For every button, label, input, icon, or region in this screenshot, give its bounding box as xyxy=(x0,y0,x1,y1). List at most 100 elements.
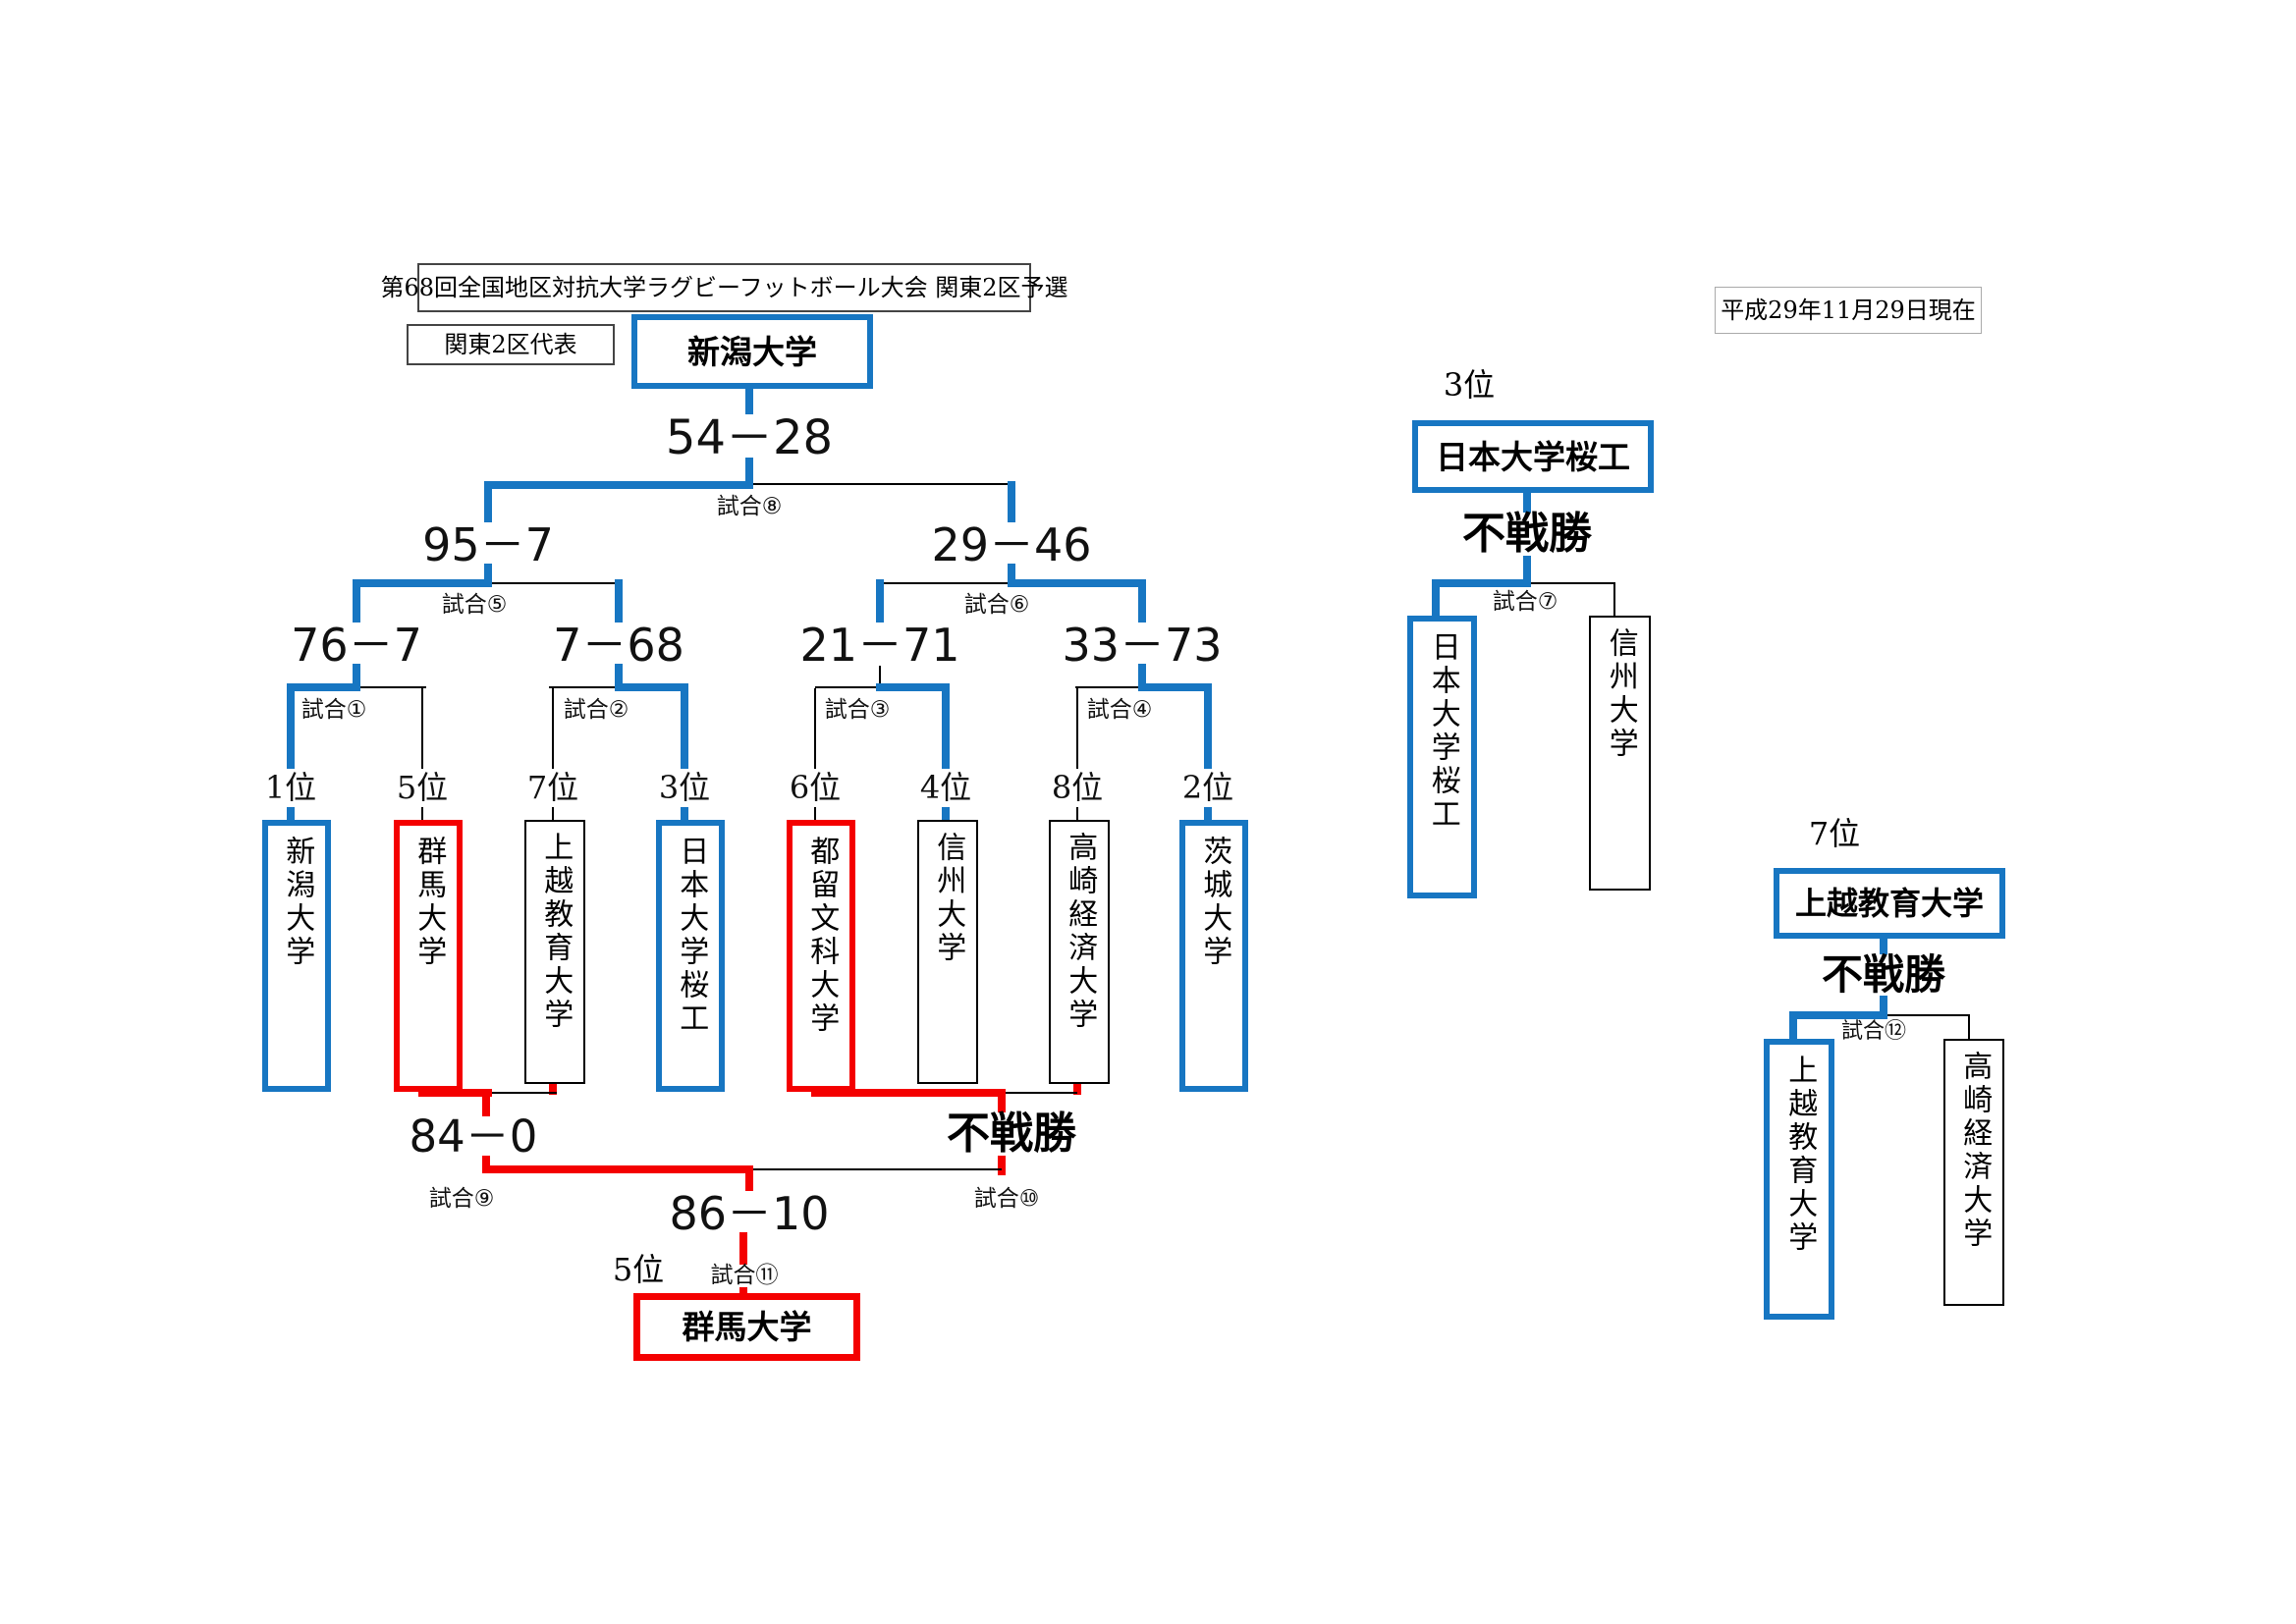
match2-label: 試合② xyxy=(563,697,629,723)
match10-label: 試合⑩ xyxy=(973,1186,1040,1212)
match4-label: 試合④ xyxy=(1086,697,1153,723)
team-box-niigata: 新潟大学 xyxy=(262,820,331,1092)
bracket-line xyxy=(942,683,950,769)
team-box-ibaraki: 茨城大学 xyxy=(1179,820,1248,1092)
team-box-tsuru-bunka: 都留文科大学 xyxy=(787,820,855,1092)
third-place-winner: 日本大学桜工 xyxy=(1436,437,1630,476)
match11-score: 86－10 xyxy=(669,1187,830,1240)
seventh-place-right-box: 高崎経済大学 xyxy=(1943,1039,2004,1306)
bracket-line xyxy=(1432,579,1440,616)
bracket-line xyxy=(876,579,884,623)
team-box-gunma: 群馬大学 xyxy=(394,820,463,1092)
match6-label: 試合⑥ xyxy=(963,592,1030,618)
qf2-score: 7－68 xyxy=(553,619,684,672)
bracket-line xyxy=(745,458,753,485)
bracket-line xyxy=(421,688,423,769)
team-box-nihon-sakura: 日本大学桜工 xyxy=(656,820,725,1092)
bracket-line xyxy=(739,1232,747,1296)
bracket-line xyxy=(287,683,360,691)
qf1-score: 76－7 xyxy=(291,619,422,672)
match9-score: 84－0 xyxy=(409,1110,538,1163)
semi-left-score: 95－7 xyxy=(422,518,554,571)
bracket-line xyxy=(814,688,816,769)
bracket-line xyxy=(1138,579,1146,623)
fifth-place-winner: 群馬大学 xyxy=(682,1308,812,1346)
seventh-place-label: 7位 xyxy=(1808,815,1861,852)
rank-label-2: 2位 xyxy=(1181,769,1234,806)
bracket-line xyxy=(1006,1092,1077,1094)
third-place-label: 3位 xyxy=(1443,366,1496,404)
team-name: 高崎経済大学 xyxy=(1063,832,1098,1032)
title-box: 第68回全国地区対抗大学ラグビーフットボール大会 関東2区予選 xyxy=(381,263,1068,312)
qf4-score: 33－73 xyxy=(1062,619,1223,672)
team-name: 新潟大学 xyxy=(280,836,315,969)
bracket-line xyxy=(1523,556,1531,583)
bracket-line xyxy=(482,1089,490,1116)
bracket-line xyxy=(484,481,492,522)
bracket-line xyxy=(418,1089,492,1097)
bracket-line xyxy=(1531,582,1615,584)
bracket-line xyxy=(876,582,1008,584)
date-note: 平成29年11月29日現在 xyxy=(1721,297,1976,324)
third-place-right-box: 信州大学 xyxy=(1589,616,1651,891)
page-title: 第68回全国地区対抗大学ラグビーフットボール大会 関東2区予選 xyxy=(380,274,1068,301)
bracket-line xyxy=(353,579,492,587)
bracket-line xyxy=(1008,579,1146,587)
bracket-line xyxy=(1138,683,1212,691)
bracket-line xyxy=(811,1089,1006,1097)
seventh-place-winner: 上越教育大学 xyxy=(1794,885,1984,922)
bracket-line xyxy=(552,688,554,769)
rank-label-8: 8位 xyxy=(1051,769,1104,806)
bracket-line xyxy=(814,807,816,823)
team-box-joetsu-kyoiku: 上越教育大学 xyxy=(524,820,585,1084)
match9-label: 試合⑨ xyxy=(428,1186,495,1212)
bracket-line xyxy=(745,377,753,414)
bracket-line xyxy=(549,686,615,688)
match7-label: 試合⑦ xyxy=(1492,589,1558,615)
third-place-left-box: 日本大学桜工 xyxy=(1407,616,1477,898)
match8-label: 試合⑧ xyxy=(716,494,783,519)
bracket-line xyxy=(745,1165,753,1191)
team-name: 都留文科大学 xyxy=(804,836,840,1036)
bracket-line xyxy=(1008,564,1015,583)
bracket-line xyxy=(615,664,623,683)
champion-name: 新潟大学 xyxy=(687,332,817,371)
team-box-takasaki-keizai: 高崎経済大学 xyxy=(1049,820,1110,1084)
rank-label-3: 3位 xyxy=(658,769,711,806)
bracket-line xyxy=(287,807,295,823)
bracket-line xyxy=(681,683,688,769)
team-name: 信州大学 xyxy=(931,832,966,965)
bracket-line xyxy=(1204,807,1212,823)
bracket-line xyxy=(815,686,880,688)
team-name: 上越教育大学 xyxy=(538,832,574,1032)
final-score: 54－28 xyxy=(665,410,834,465)
bracket-line xyxy=(482,1156,490,1173)
bracket-line xyxy=(1204,683,1212,769)
bracket-line xyxy=(484,564,492,583)
bracket-line xyxy=(353,664,360,683)
bracket-line xyxy=(615,683,688,691)
bracket-line xyxy=(1887,1014,1970,1016)
rank-label-1: 1位 xyxy=(264,769,317,806)
date-box: 平成29年11月29日現在 xyxy=(1715,287,1982,334)
fifth-place-label: 5位 xyxy=(612,1251,665,1288)
match10-result: 不戦勝 xyxy=(943,1112,1080,1156)
bracket-line xyxy=(360,686,426,688)
bracket-line xyxy=(552,807,554,823)
bracket-line xyxy=(615,579,623,623)
bracket-line xyxy=(1432,579,1531,587)
qf3-score: 21－71 xyxy=(799,619,960,672)
semi-right-score: 29－46 xyxy=(931,518,1092,571)
match1-label: 試合① xyxy=(301,697,367,723)
bracket-line xyxy=(1075,686,1142,688)
bracket-line xyxy=(1880,994,1887,1015)
rank-label-4: 4位 xyxy=(919,769,972,806)
team-box-shinshu: 信州大学 xyxy=(917,820,978,1084)
match7-result: 不戦勝 xyxy=(1458,513,1596,556)
bracket-line xyxy=(1008,481,1015,522)
rank-label-5: 5位 xyxy=(396,769,449,806)
bracket-line xyxy=(1076,807,1078,823)
bracket-line xyxy=(876,683,950,691)
team-name: 上越教育大学 xyxy=(1782,1055,1818,1255)
